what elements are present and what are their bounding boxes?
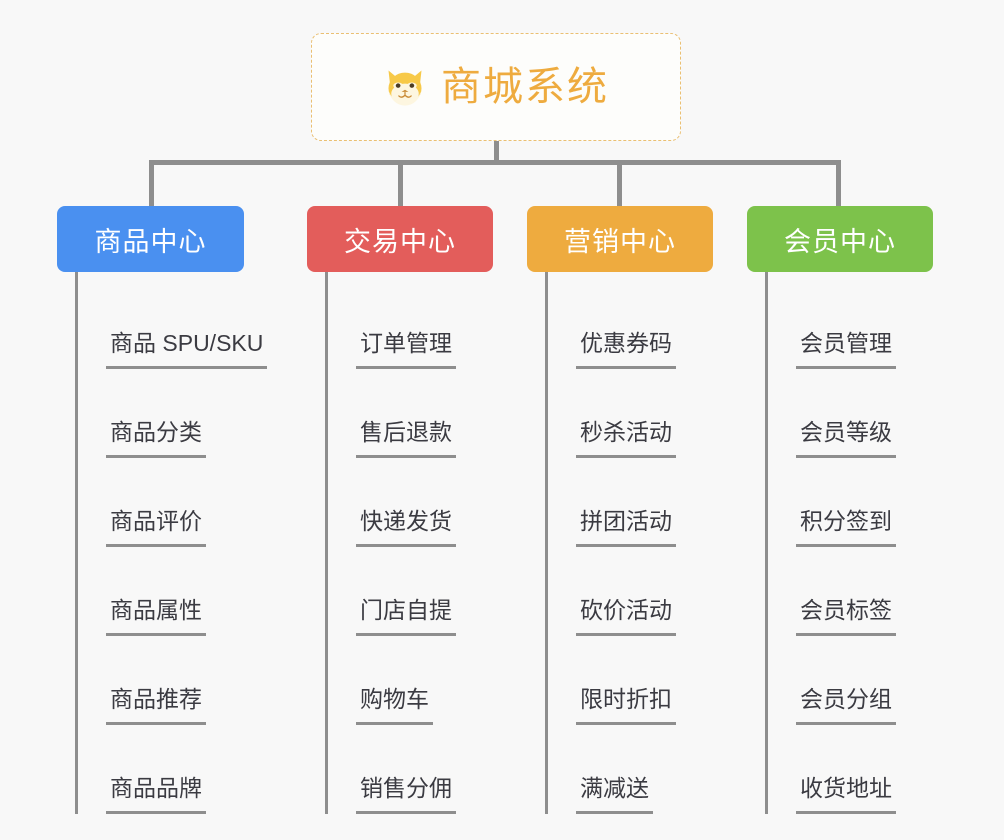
list-item[interactable]: 会员等级	[768, 369, 967, 458]
category-label-3: 会员中心	[784, 226, 896, 257]
leaf-list-2: 优惠券码 秒杀活动 拼团活动 砍价活动 限时折扣 满减送	[545, 272, 747, 814]
list-item[interactable]: 购物车	[328, 636, 527, 725]
list-item[interactable]: 满减送	[548, 725, 747, 814]
leaf-label: 销售分佣	[356, 769, 456, 814]
list-item[interactable]: 门店自提	[328, 547, 527, 636]
leaf-label: 限时折扣	[576, 680, 676, 725]
leaf-label: 拼团活动	[576, 502, 676, 547]
leaf-label: 会员管理	[796, 324, 896, 369]
list-item[interactable]: 会员管理	[768, 280, 967, 369]
list-item[interactable]: 商品分类	[78, 369, 307, 458]
leaf-label: 商品属性	[106, 591, 206, 636]
connector-horizontal-bus	[149, 160, 841, 165]
list-item[interactable]: 订单管理	[328, 280, 527, 369]
leaf-label: 优惠券码	[576, 324, 676, 369]
list-item[interactable]: 限时折扣	[548, 636, 747, 725]
list-item[interactable]: 商品推荐	[78, 636, 307, 725]
leaf-label: 秒杀活动	[576, 413, 676, 458]
leaf-label: 商品品牌	[106, 769, 206, 814]
list-item[interactable]: 优惠券码	[548, 280, 747, 369]
leaf-label: 门店自提	[356, 591, 456, 636]
connector-drop-2	[617, 160, 622, 208]
category-label-1: 交易中心	[344, 226, 456, 257]
category-header-1[interactable]: 交易中心	[307, 206, 493, 272]
category-header-3[interactable]: 会员中心	[747, 206, 933, 272]
connector-drop-1	[398, 160, 403, 208]
leaf-label: 快递发货	[356, 502, 456, 547]
leaf-list-1: 订单管理 售后退款 快递发货 门店自提 购物车 销售分佣	[325, 272, 527, 814]
leaf-label: 商品评价	[106, 502, 206, 547]
leaf-label: 售后退款	[356, 413, 456, 458]
list-item[interactable]: 秒杀活动	[548, 369, 747, 458]
root-node[interactable]: 商城系统	[311, 33, 681, 141]
category-header-2[interactable]: 营销中心	[527, 206, 713, 272]
list-item[interactable]: 收货地址	[768, 725, 967, 814]
list-item[interactable]: 会员标签	[768, 547, 967, 636]
connector-drop-3	[836, 160, 841, 208]
leaf-label: 商品分类	[106, 413, 206, 458]
category-label-2: 营销中心	[564, 226, 676, 257]
leaf-label: 商品 SPU/SKU	[106, 324, 268, 369]
category-header-0[interactable]: 商品中心	[57, 206, 244, 272]
leaf-label: 会员等级	[796, 413, 896, 458]
leaf-list-3: 会员管理 会员等级 积分签到 会员标签 会员分组 收货地址	[765, 272, 967, 814]
leaf-label: 砍价活动	[576, 591, 676, 636]
leaf-label: 积分签到	[796, 502, 896, 547]
list-item[interactable]: 商品评价	[78, 458, 307, 547]
category-column-3: 会员中心 会员管理 会员等级 积分签到 会员标签 会员分组 收货地址	[747, 206, 967, 814]
leaf-label: 订单管理	[356, 324, 456, 369]
leaf-label: 会员标签	[796, 591, 896, 636]
leaf-label: 收货地址	[796, 769, 896, 814]
category-column-2: 营销中心 优惠券码 秒杀活动 拼团活动 砍价活动 限时折扣 满减送	[527, 206, 747, 814]
connector-root-stub	[494, 141, 499, 163]
list-item[interactable]: 商品品牌	[78, 725, 307, 814]
category-column-1: 交易中心 订单管理 售后退款 快递发货 门店自提 购物车 销售分佣	[307, 206, 527, 814]
list-item[interactable]: 砍价活动	[548, 547, 747, 636]
list-item[interactable]: 商品属性	[78, 547, 307, 636]
leaf-list-0: 商品 SPU/SKU 商品分类 商品评价 商品属性 商品推荐 商品品牌	[75, 272, 307, 814]
root-title: 商城系统	[441, 65, 609, 109]
leaf-label: 商品推荐	[106, 680, 206, 725]
connector-drop-0	[149, 160, 154, 208]
leaf-label: 购物车	[356, 680, 433, 725]
shiba-dog-face-icon	[383, 65, 427, 109]
category-label-0: 商品中心	[94, 226, 207, 257]
list-item[interactable]: 快递发货	[328, 458, 527, 547]
leaf-label: 满减送	[576, 769, 653, 814]
leaf-label: 会员分组	[796, 680, 896, 725]
list-item[interactable]: 商品 SPU/SKU	[78, 280, 307, 369]
category-column-0: 商品中心 商品 SPU/SKU 商品分类 商品评价 商品属性 商品推荐 商品品牌	[57, 206, 307, 814]
list-item[interactable]: 售后退款	[328, 369, 527, 458]
list-item[interactable]: 会员分组	[768, 636, 967, 725]
list-item[interactable]: 积分签到	[768, 458, 967, 547]
list-item[interactable]: 拼团活动	[548, 458, 747, 547]
list-item[interactable]: 销售分佣	[328, 725, 527, 814]
